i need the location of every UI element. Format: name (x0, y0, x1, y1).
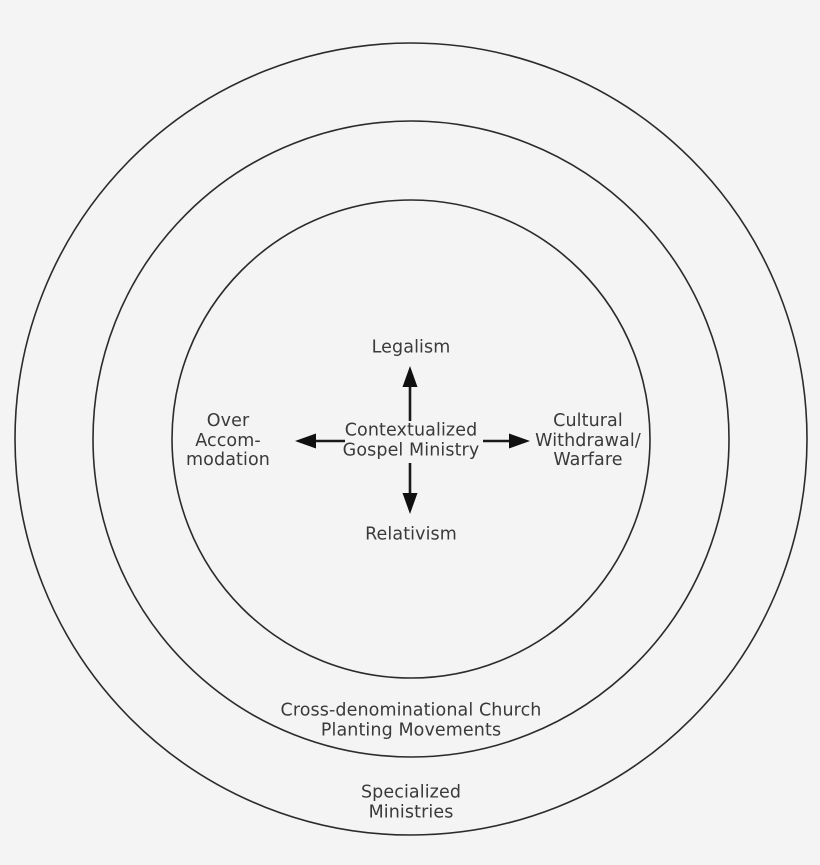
middle-ring-circle (92, 120, 730, 758)
left-arrow-icon (295, 433, 345, 449)
right-arrow-icon (483, 433, 530, 449)
down-arrow-icon (402, 463, 418, 514)
up-arrow-icon (402, 366, 418, 421)
axis-label-legalism: Legalism (371, 337, 451, 358)
axis-label-over-accommodation: Over Accom- modation (186, 410, 270, 470)
inner-ring-circle (171, 199, 651, 679)
ring-label-specialized-ministries: Specialized Ministries (360, 782, 462, 822)
axis-label-relativism: Relativism (365, 524, 457, 545)
outer-ring-circle (14, 42, 808, 836)
ring-label-cross-denominational-church-planting-movements: Cross-denominational Church Planting Mov… (280, 700, 542, 740)
center-label-contextualized-gospel-ministry: Contextualized Gospel Ministry (342, 420, 480, 460)
axis-label-cultural-withdrawal-warfare: Cultural Withdrawal/ Warfare (535, 410, 641, 470)
